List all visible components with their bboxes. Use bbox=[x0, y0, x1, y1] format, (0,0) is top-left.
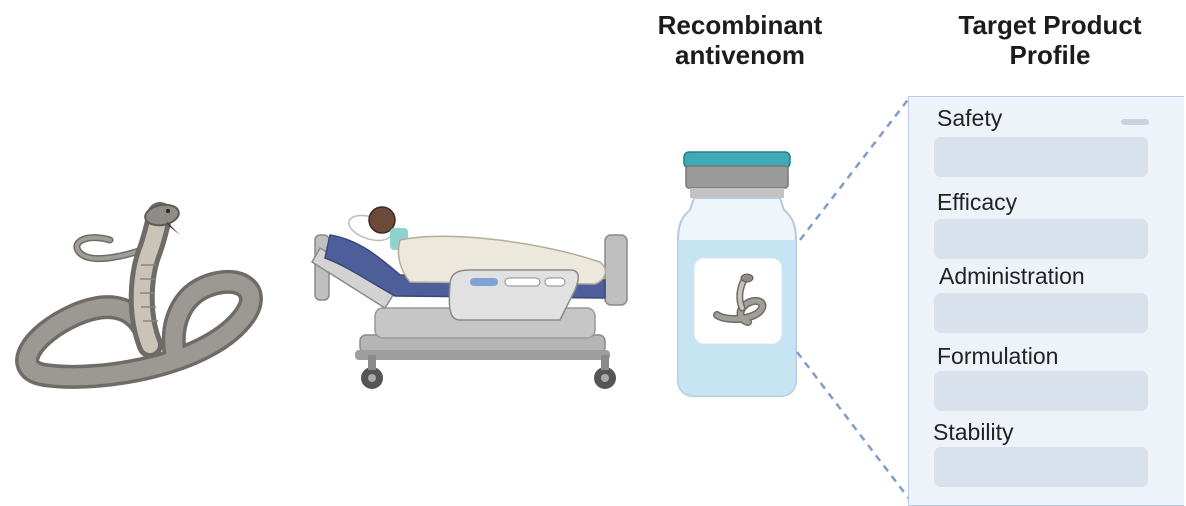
panel-handle-icon bbox=[1121, 119, 1149, 125]
profile-bar-stability bbox=[934, 447, 1148, 487]
profile-label-safety: Safety bbox=[937, 105, 1002, 132]
vial-icon bbox=[672, 150, 802, 400]
heading-line: Target Product bbox=[925, 10, 1175, 40]
profile-bar-safety bbox=[934, 137, 1148, 177]
profile-bar-formulation bbox=[934, 371, 1148, 411]
cobra-icon bbox=[0, 195, 270, 395]
heading-line: Recombinant bbox=[640, 10, 840, 40]
profile-bar-administration bbox=[934, 293, 1148, 333]
hospital-bed-icon bbox=[300, 200, 640, 395]
profile-bar-efficacy bbox=[934, 219, 1148, 259]
patient-icon bbox=[369, 207, 395, 233]
heading-line: Profile bbox=[925, 40, 1175, 70]
profile-label-formulation: Formulation bbox=[937, 343, 1058, 370]
heading-line: antivenom bbox=[640, 40, 840, 70]
target-product-profile-panel: Safety Efficacy Administration Formulati… bbox=[908, 96, 1184, 506]
profile-label-administration: Administration bbox=[939, 263, 1085, 290]
profile-label-stability: Stability bbox=[933, 419, 1014, 446]
profile-label-efficacy: Efficacy bbox=[937, 189, 1017, 216]
heading-target-product-profile: Target Product Profile bbox=[925, 10, 1175, 70]
heading-recombinant-antivenom: Recombinant antivenom bbox=[640, 10, 840, 70]
